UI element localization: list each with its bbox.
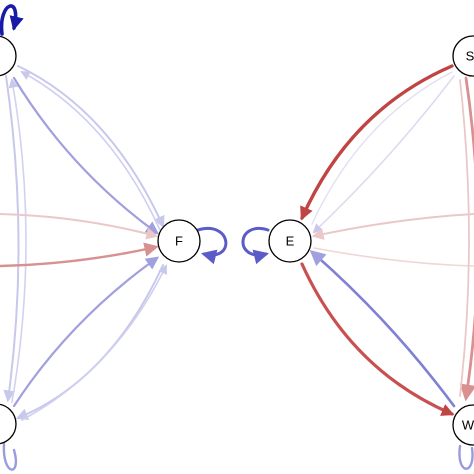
node-w: W: [452, 404, 474, 446]
self-loop-tl: [0, 4, 24, 36]
self-loop-f: [196, 226, 228, 265]
node-bottom-left: [0, 403, 17, 445]
edge-s-e-strong: [300, 64, 454, 221]
edge-s-w-red: [459, 76, 474, 402]
edge-left-f-red-light: [0, 213, 159, 240]
edge-e-s-light: [311, 71, 453, 225]
edge-s-e-light: [312, 75, 455, 234]
edge-left-f-red-mid: [0, 242, 159, 268]
edge-tl-f-1: [17, 65, 165, 229]
self-loop-bl: [2, 442, 18, 471]
node-top-left: [0, 35, 17, 77]
edge-e-w-strong: [300, 262, 455, 416]
right-edges: [241, 64, 474, 470]
edge-f-bl-1: [15, 264, 164, 420]
node-label: W: [462, 418, 474, 433]
edge-s-w-red-light: [459, 79, 470, 397]
node-label: E: [286, 234, 295, 249]
edge-right-e-red-light-1: [311, 213, 474, 240]
node-f: F: [157, 219, 201, 263]
self-loop-e: [241, 226, 270, 265]
node-e: E: [268, 219, 312, 263]
node-s: S: [452, 35, 474, 77]
edge-f-tl-1: [20, 71, 161, 231]
edge-bl-f-1: [12, 256, 160, 408]
node-label: F: [175, 234, 183, 249]
edge-bl-f-2: [21, 264, 167, 421]
edge-bl-tl-inner: [8, 78, 27, 403]
edge-w-e-blue: [309, 249, 456, 408]
node-label: S: [466, 49, 474, 64]
left-edges: [0, 4, 228, 471]
edge-tl-f-2: [12, 76, 160, 235]
edge-tl-bl-inner: [3, 75, 20, 403]
edge-right-e-red-light-2: [313, 247, 474, 267]
self-loop-w: [458, 444, 474, 470]
